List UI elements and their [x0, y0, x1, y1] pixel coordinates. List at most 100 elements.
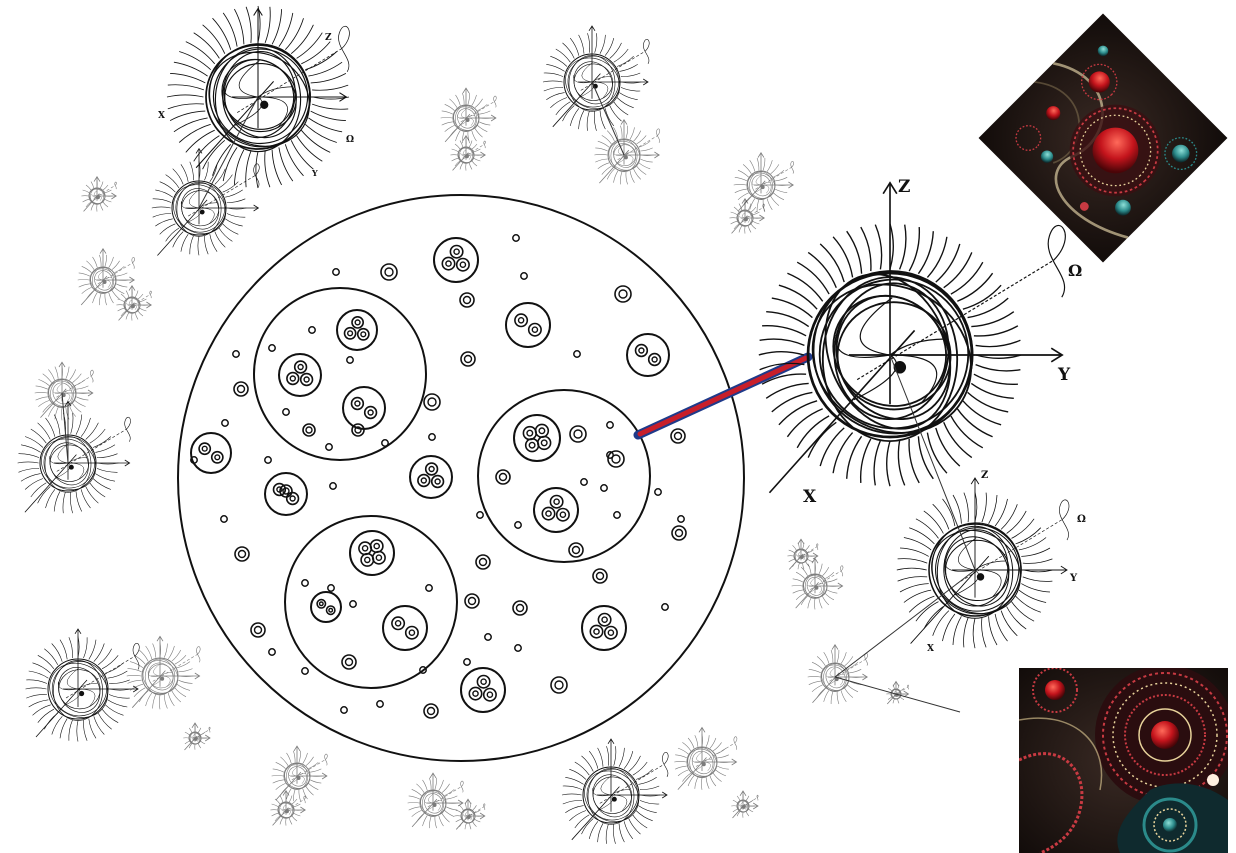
particle-dot	[233, 351, 239, 357]
particle-dot	[515, 645, 521, 651]
particle-sketch	[270, 791, 305, 826]
small-universe-ring	[303, 424, 315, 436]
particle-dot	[302, 668, 308, 674]
particle-dot	[614, 512, 620, 518]
particle-dot	[515, 522, 521, 528]
particle-sketch	[272, 746, 328, 801]
medium-axis-z-label: Z	[981, 470, 988, 481]
small-universe-ring	[551, 677, 567, 693]
medium-axis-omega-label: Ω	[1077, 514, 1086, 525]
particle-sketch	[408, 773, 464, 828]
particle-sketch	[454, 799, 485, 829]
particle-dot	[426, 585, 432, 591]
particle-sketch	[18, 401, 131, 513]
particle-dot	[328, 585, 334, 591]
particle-dot	[607, 422, 613, 428]
small-universe-ring	[235, 547, 249, 561]
large-axis-y-label: Y	[1057, 365, 1071, 385]
top-left-axis-omega-label: Ω	[346, 135, 354, 145]
nested-universe-bubble	[343, 387, 385, 429]
small-universe-ring	[569, 543, 583, 557]
particle-dot	[265, 457, 271, 463]
particle-sketch	[674, 728, 737, 790]
particle-sketch	[787, 539, 818, 569]
small-universe-ring	[424, 704, 438, 718]
particle-dot	[655, 489, 661, 495]
particle-sketch	[562, 739, 668, 844]
small-universe-ring	[465, 594, 479, 608]
particle-sketch	[594, 120, 659, 185]
large-axis-z-label: Z	[898, 177, 910, 197]
small-universe-ring	[513, 601, 527, 615]
nested-universe-bubble	[627, 334, 669, 376]
small-universe-ring	[608, 451, 624, 467]
nested-universe-bubble	[582, 606, 626, 650]
particle-sketch	[167, 6, 349, 188]
particle-dot	[485, 634, 491, 640]
nested-universe-bubble	[337, 310, 377, 350]
particle-dot	[574, 351, 580, 357]
particle-connector	[592, 82, 624, 155]
particle-dot	[302, 580, 308, 586]
top-left-axis-z-label: Z	[325, 33, 332, 43]
particle-dot	[377, 701, 383, 707]
nested-universe-bubble	[514, 415, 560, 461]
small-universe-ring	[615, 286, 631, 302]
particle-dot	[521, 273, 527, 279]
fractal-image-bottom-right	[1019, 665, 1235, 853]
sub-universe-circle	[285, 516, 457, 688]
particle-dot	[581, 479, 587, 485]
fractal-image-top-right	[979, 14, 1228, 263]
particle-dot	[429, 434, 435, 440]
small-universe-ring	[570, 426, 586, 442]
nested-universe-bubble	[534, 488, 578, 532]
particle-dot	[283, 409, 289, 415]
particle-dot	[330, 483, 336, 489]
particle-sketch	[897, 478, 1069, 648]
nested-universe-bubble	[410, 456, 452, 498]
nested-universe-bubble	[279, 354, 321, 396]
particle-dot	[350, 601, 356, 607]
small-universe-ring	[424, 394, 440, 410]
nested-universe-bubble	[383, 606, 427, 650]
particle-connector	[835, 570, 975, 677]
particle-dot	[601, 485, 607, 491]
particle-dot	[662, 604, 668, 610]
large-axis-x-label: X	[803, 487, 817, 507]
medium-axis-x-label: X	[927, 644, 934, 654]
nested-universe-bubble	[311, 592, 341, 622]
small-universe-ring	[251, 623, 265, 637]
medium-axis-y-label: Y	[1069, 573, 1078, 584]
nested-universe-bubble	[350, 531, 394, 575]
small-universe-ring	[496, 470, 510, 484]
small-universe-ring	[342, 655, 356, 669]
particle-dot	[326, 444, 332, 450]
small-universe-ring	[234, 382, 248, 396]
nested-universe-bubble	[506, 303, 550, 347]
nested-universe-bubble	[434, 238, 478, 282]
nested-universe-bubble	[191, 433, 231, 473]
particle-sketch	[729, 199, 764, 234]
small-universe-ring	[476, 555, 490, 569]
particle-sketch	[81, 177, 116, 212]
top-left-axis-x-label: X	[158, 111, 165, 121]
particle-sketch	[127, 636, 200, 709]
particle-sketch	[183, 723, 210, 750]
particle-sketch	[26, 629, 140, 742]
small-universe-ring	[593, 569, 607, 583]
particle-sketch	[152, 149, 259, 256]
particle-dot	[269, 649, 275, 655]
particle-dot	[678, 516, 684, 522]
particle-sketch	[759, 183, 1066, 493]
nested-universe-bubble	[461, 668, 505, 712]
particle-dot	[341, 707, 347, 713]
particle-dot	[477, 512, 483, 518]
particle-dot	[269, 345, 275, 351]
small-universe-ring	[381, 264, 397, 280]
main-universe-circle	[178, 195, 744, 761]
particle-sketch	[116, 286, 151, 321]
particle-sketch	[441, 88, 497, 143]
small-universe-ring	[461, 352, 475, 366]
particle-dot	[513, 235, 519, 241]
